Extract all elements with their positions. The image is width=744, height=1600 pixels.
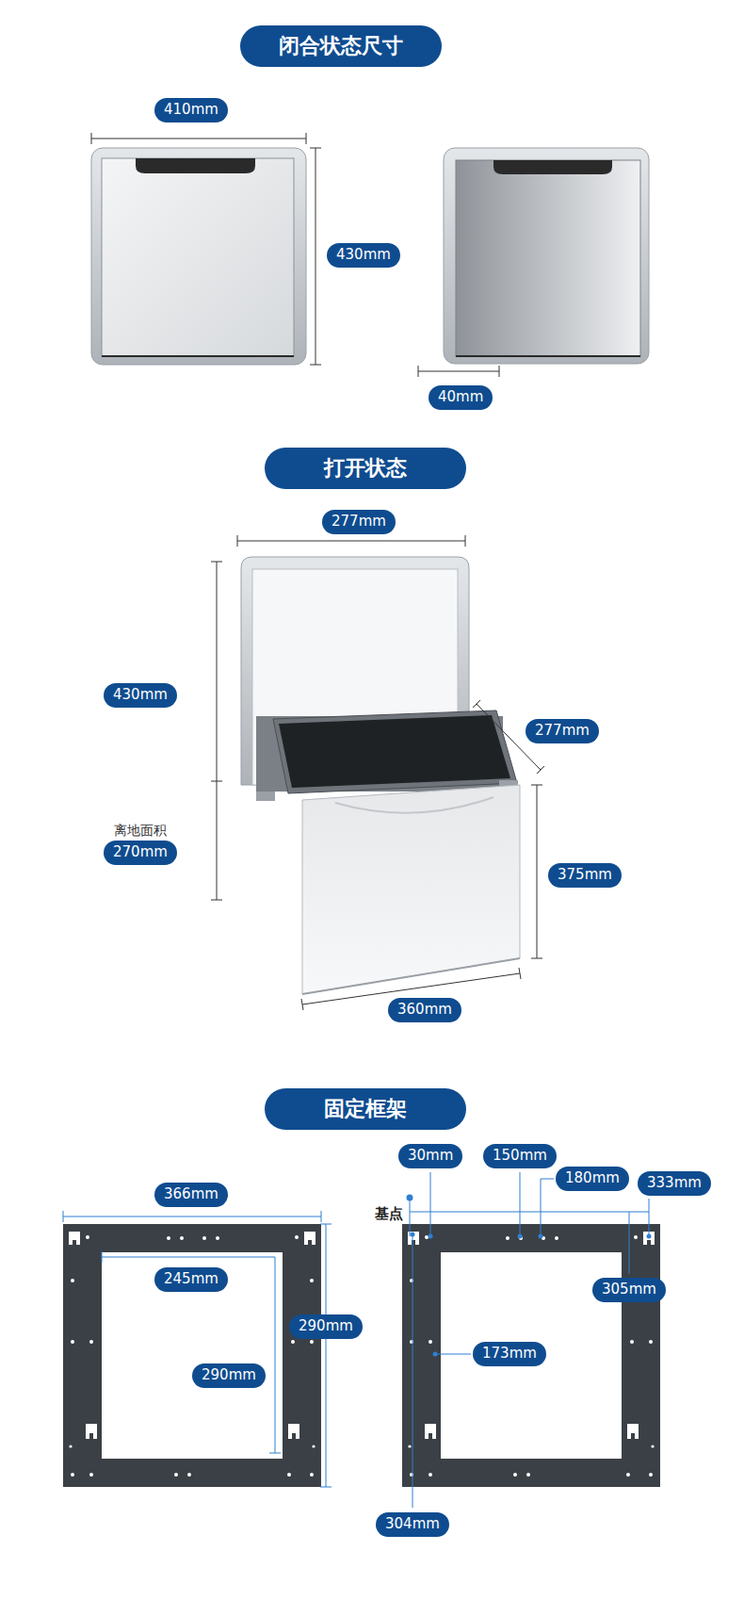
dimension-pill: 304mm — [375, 1511, 450, 1537]
dimension-text: 固定框架 — [323, 1096, 407, 1120]
dimension-pill: 305mm — [592, 1277, 666, 1302]
dimension-text: 150mm — [492, 1146, 548, 1164]
dimension-text: 180mm — [565, 1168, 620, 1186]
dimension-pill: 离地面积270mm — [103, 840, 178, 865]
section-heading: 打开状态 — [264, 447, 467, 490]
dimension-text: 375mm — [557, 865, 613, 883]
dimension-text: 360mm — [397, 1000, 453, 1018]
dimension-lines — [210, 534, 545, 1010]
closed-box-angled — [443, 147, 649, 364]
dimension-text: 277mm — [331, 512, 387, 530]
dimension-pill: 180mm — [555, 1165, 630, 1191]
dimension-pill: 277mm — [322, 509, 396, 534]
dimension-pill: 173mm — [472, 1341, 547, 1366]
dimension-text: 打开状态 — [323, 455, 407, 480]
dimension-text: 30mm — [407, 1146, 453, 1164]
dimension-pill: 375mm — [548, 862, 622, 888]
dimension-pill: 40mm — [428, 385, 493, 410]
dimension-text: 333mm — [646, 1173, 702, 1191]
dimension-pill: 245mm — [154, 1266, 228, 1292]
dimension-text: 173mm — [482, 1343, 537, 1361]
dimension-pill: 410mm — [154, 97, 228, 123]
dimension-text: 430mm — [113, 685, 168, 703]
dimension-pill: 366mm — [154, 1181, 228, 1207]
dimension-pill: 290mm — [192, 1362, 266, 1388]
section-heading: 固定框架 — [264, 1087, 467, 1131]
reference-label: 基点 — [374, 1204, 404, 1223]
dimension-pill: 277mm — [525, 718, 599, 744]
caption-text: 离地面积 — [113, 821, 167, 839]
dimension-text: 290mm — [298, 1316, 354, 1334]
dimension-text: 290mm — [201, 1365, 257, 1383]
dimension-text: 277mm — [534, 721, 590, 739]
dimension-text: 430mm — [336, 245, 391, 263]
dimension-text: 40mm — [437, 388, 484, 405]
dimension-text: 366mm — [163, 1184, 219, 1202]
leader-dots — [406, 1194, 652, 1357]
dimension-pill: 333mm — [637, 1170, 712, 1196]
dimension-pill: 290mm — [289, 1313, 363, 1339]
dimension-text: 270mm — [113, 842, 168, 860]
dimension-lines — [63, 1210, 332, 1487]
dimension-pill: 30mm — [398, 1143, 463, 1168]
dimension-pill: 430mm — [103, 682, 178, 708]
dimension-pill: 430mm — [326, 242, 401, 268]
dimension-text: 305mm — [601, 1279, 657, 1297]
dimension-text: 245mm — [163, 1269, 219, 1287]
open-box — [241, 556, 520, 994]
fixing-frame — [63, 1223, 661, 1487]
dimension-text: 304mm — [385, 1514, 440, 1532]
dimension-pill: 360mm — [388, 997, 462, 1022]
closed-box-front — [91, 147, 307, 365]
dimension-pill: 150mm — [483, 1143, 557, 1168]
leader-lines — [409, 1171, 649, 1507]
section-heading: 闭合状态尺寸 — [240, 25, 442, 68]
dimension-lines — [91, 132, 500, 377]
dimension-text: 410mm — [163, 100, 219, 118]
dimension-text: 闭合状态尺寸 — [278, 33, 404, 58]
